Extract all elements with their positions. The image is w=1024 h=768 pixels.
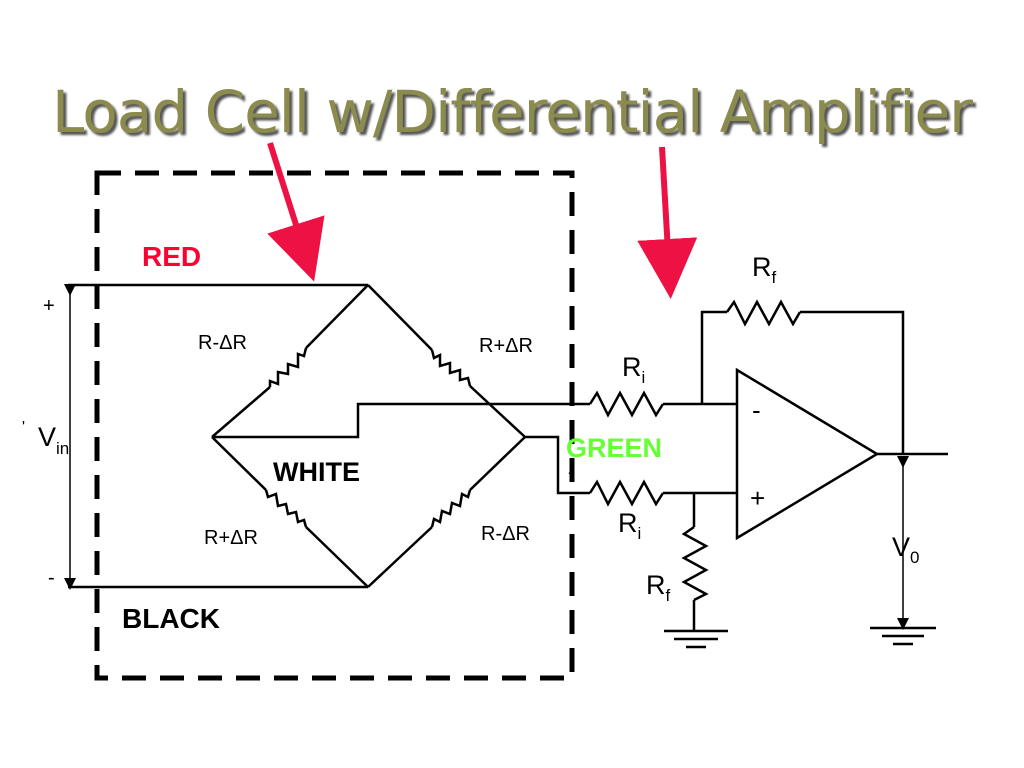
green-wire bbox=[525, 435, 590, 495]
white-wire-label: WHITE bbox=[273, 457, 360, 487]
bridge-label-bottom-left: R+ΔR bbox=[204, 527, 258, 549]
red-wire-label: RED bbox=[142, 241, 201, 272]
ground-icon bbox=[664, 629, 728, 649]
feedback-wire-left bbox=[700, 310, 727, 404]
supply-minus-sign: - bbox=[48, 567, 55, 589]
red-pointer-arrow-right bbox=[637, 146, 698, 299]
bridge-bottom-right-arm bbox=[367, 436, 526, 588]
op-amp-triangle bbox=[735, 367, 880, 541]
vin-label: Vin bbox=[38, 422, 69, 458]
ground-icon bbox=[870, 626, 936, 646]
ri-top-resistor bbox=[588, 390, 665, 418]
op-amp-inverting-sign: - bbox=[752, 395, 761, 425]
green-minus-sign: - bbox=[568, 462, 574, 482]
black-wire-label: BLACK bbox=[122, 603, 220, 634]
bridge-label-bottom-right: R-ΔR bbox=[481, 523, 530, 545]
red-pointer-arrow-left bbox=[267, 142, 325, 282]
vin-tick-mark: ' bbox=[22, 419, 25, 436]
ri-bottom-resistor bbox=[588, 479, 665, 507]
ri-top-label: Ri bbox=[622, 352, 645, 387]
bridge-label-top-left: R-ΔR bbox=[198, 332, 247, 354]
slide-title: Load Cell w/Differential Amplifier bbox=[52, 78, 973, 146]
rf-ground-label: Rf bbox=[646, 570, 671, 605]
rf-feedback-resistor bbox=[725, 299, 802, 327]
feedback-wire-right bbox=[800, 310, 905, 455]
bridge-label-top-right: R+ΔR bbox=[479, 335, 533, 357]
white-wire bbox=[212, 402, 590, 439]
bridge-top-right-arm bbox=[367, 284, 526, 438]
green-wire-label: GREEN bbox=[566, 433, 662, 463]
vout-label: V0 bbox=[892, 532, 919, 567]
rf-feedback-label: Rf bbox=[752, 252, 777, 287]
ri-bottom-label: Ri bbox=[618, 508, 641, 543]
supply-plus-sign: + bbox=[43, 295, 55, 317]
rf-ground-resistor bbox=[681, 525, 709, 602]
load-cell-enclosure bbox=[94, 170, 575, 681]
bridge-bottom-left-arm bbox=[211, 436, 369, 588]
bridge-top-left-arm bbox=[211, 284, 369, 438]
op-amp-noninverting-sign: + bbox=[750, 483, 765, 513]
